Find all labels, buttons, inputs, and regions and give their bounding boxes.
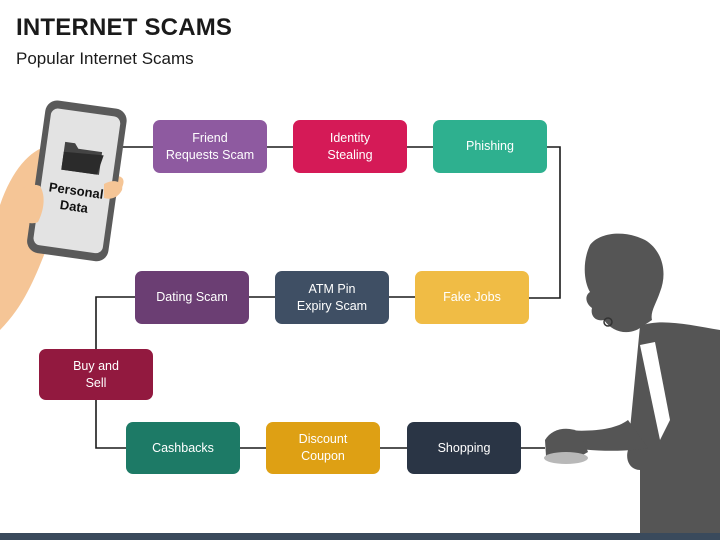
connector-dating-buysell [95, 296, 136, 349]
box-buy-and-sell: Buy and Sell [39, 349, 153, 400]
box-discount-coupon: Discount Coupon [266, 422, 380, 474]
box-shopping: Shopping [407, 422, 521, 474]
box-dating-scam: Dating Scam [135, 271, 249, 324]
page-title: INTERNET SCAMS [16, 14, 233, 41]
connector-buysell-cashbacks [95, 400, 126, 449]
page-subtitle: Popular Internet Scams [16, 49, 194, 68]
box-cashbacks: Cashbacks [126, 422, 240, 474]
box-fake-jobs: Fake Jobs [415, 271, 529, 324]
box-atm-pin-expiry-scam: ATM Pin Expiry Scam [275, 271, 389, 324]
bottom-bar [0, 533, 720, 540]
box-identity-stealing: Identity Stealing [293, 120, 407, 173]
box-phishing: Phishing [433, 120, 547, 173]
connector-phishing-fakejobs [529, 146, 561, 299]
box-friend-requests-scam: Friend Requests Scam [153, 120, 267, 173]
